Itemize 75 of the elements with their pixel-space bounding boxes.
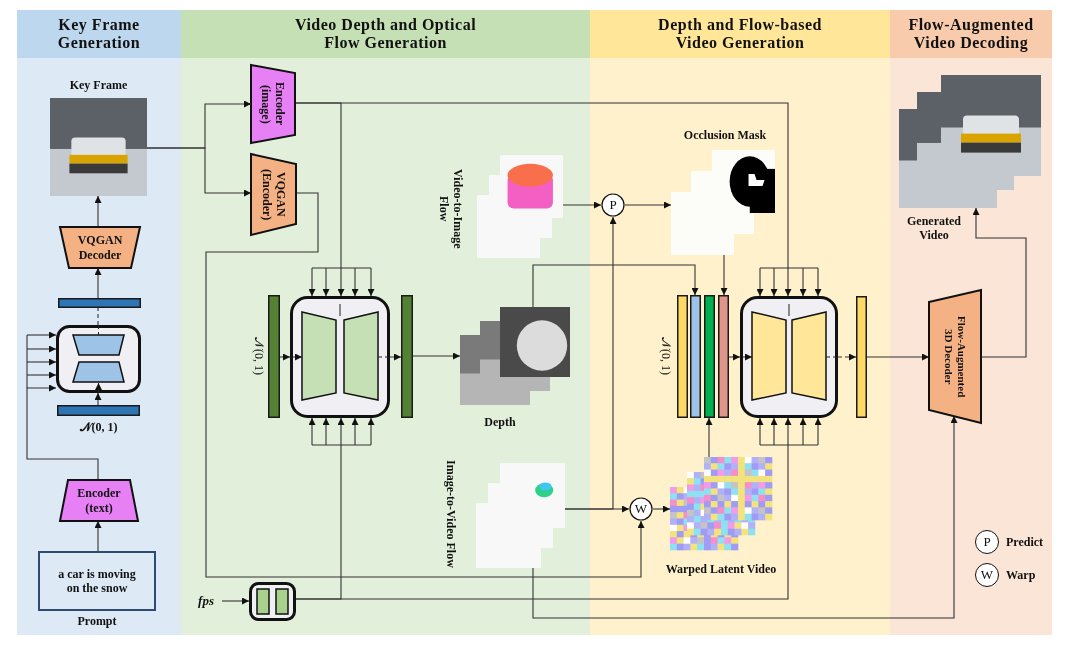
- column-panel: [181, 10, 590, 635]
- column-panel: [890, 10, 1052, 635]
- flow-map-drawing: [476, 463, 565, 568]
- arrow: [26, 384, 99, 481]
- arrow: [94, 195, 102, 228]
- depth-bar: [690, 295, 701, 418]
- image-caption: Warped Latent Video: [664, 560, 778, 578]
- unet-block: [740, 296, 838, 418]
- latent-bar: [704, 295, 715, 418]
- operator-circle: P: [601, 193, 625, 217]
- arrow: [866, 353, 930, 361]
- legend-label: Warp: [1006, 567, 1036, 582]
- image-caption: Occlusion Mask: [682, 127, 768, 143]
- noise-frames-drawing: [670, 457, 772, 550]
- arrow: [389, 353, 402, 361]
- photo-placeholder: [899, 75, 1041, 208]
- image-caption: Key Frame: [68, 77, 129, 93]
- arrow: [412, 352, 461, 360]
- arrow: [146, 147, 252, 197]
- unet-block: [56, 325, 141, 393]
- noise-bar: [57, 405, 140, 416]
- image-caption: Image-to-Video Flow: [443, 459, 460, 570]
- encoder-block: VQGAN (Encoder): [251, 154, 296, 235]
- column-header: Flow-Augmented Video Decoding: [890, 10, 1052, 58]
- arrow: [720, 254, 728, 296]
- mask-bar: [718, 295, 729, 418]
- mask-drawing: [671, 150, 775, 255]
- encoder-block: Encoder (image): [251, 65, 295, 143]
- fps-embedding-block: [249, 582, 296, 621]
- distribution-label: 𝒩(0, 1): [658, 336, 675, 377]
- arrow: [532, 264, 699, 308]
- flow-map-drawing: [477, 155, 563, 258]
- column-header: Depth and Flow-based Video Generation: [590, 10, 890, 58]
- image-caption: Video-to-Image Flow: [436, 168, 467, 251]
- legend-label: Predict: [1006, 534, 1044, 549]
- arrow: [652, 505, 671, 513]
- arrow: [705, 417, 713, 458]
- column-header: Video Depth and Optical Flow Generation: [181, 10, 590, 58]
- arrow: [562, 201, 602, 209]
- arrow: [279, 353, 291, 361]
- prompt-box: a car is moving on the snow: [38, 551, 156, 611]
- photo-placeholder: [50, 98, 147, 196]
- input-label: fps: [190, 592, 222, 610]
- encoder-block: Encoder (text): [60, 480, 138, 521]
- image-caption: Depth: [483, 414, 517, 430]
- output-bar: [856, 296, 867, 418]
- image-caption: Generated Video: [906, 212, 962, 244]
- decoder-block: Flow-Augmented 3D Decoder: [929, 290, 981, 423]
- arrow: [295, 417, 792, 600]
- distribution-label: 𝒩(0, 1): [78, 419, 119, 435]
- arrow: [94, 392, 102, 406]
- output-bar: [401, 295, 413, 418]
- arrow: [94, 520, 102, 552]
- column-panel: [17, 10, 181, 635]
- noise-bar: [677, 295, 688, 418]
- box-caption: Prompt: [76, 613, 118, 629]
- arrow: [564, 505, 630, 513]
- arrow: [205, 192, 645, 578]
- arrow: [294, 102, 792, 297]
- arrow: [532, 415, 958, 619]
- arrow: [624, 201, 672, 209]
- column-header: Key Frame Generation: [17, 10, 181, 58]
- arrow: [837, 353, 857, 361]
- decoder-block: VQGAN Decoder: [60, 227, 140, 268]
- unet-block: [290, 296, 390, 418]
- column-panel: [590, 10, 890, 635]
- noise-bar: [268, 295, 280, 418]
- depth-map-drawing: [460, 307, 570, 405]
- latent-bar: [58, 298, 141, 308]
- operator-circle: W: [629, 497, 653, 521]
- distribution-label: 𝒩(0, 1): [251, 336, 268, 377]
- arrow: [728, 353, 741, 361]
- arrow: [94, 267, 102, 299]
- arrow: [221, 597, 250, 605]
- arrow: [972, 207, 1027, 358]
